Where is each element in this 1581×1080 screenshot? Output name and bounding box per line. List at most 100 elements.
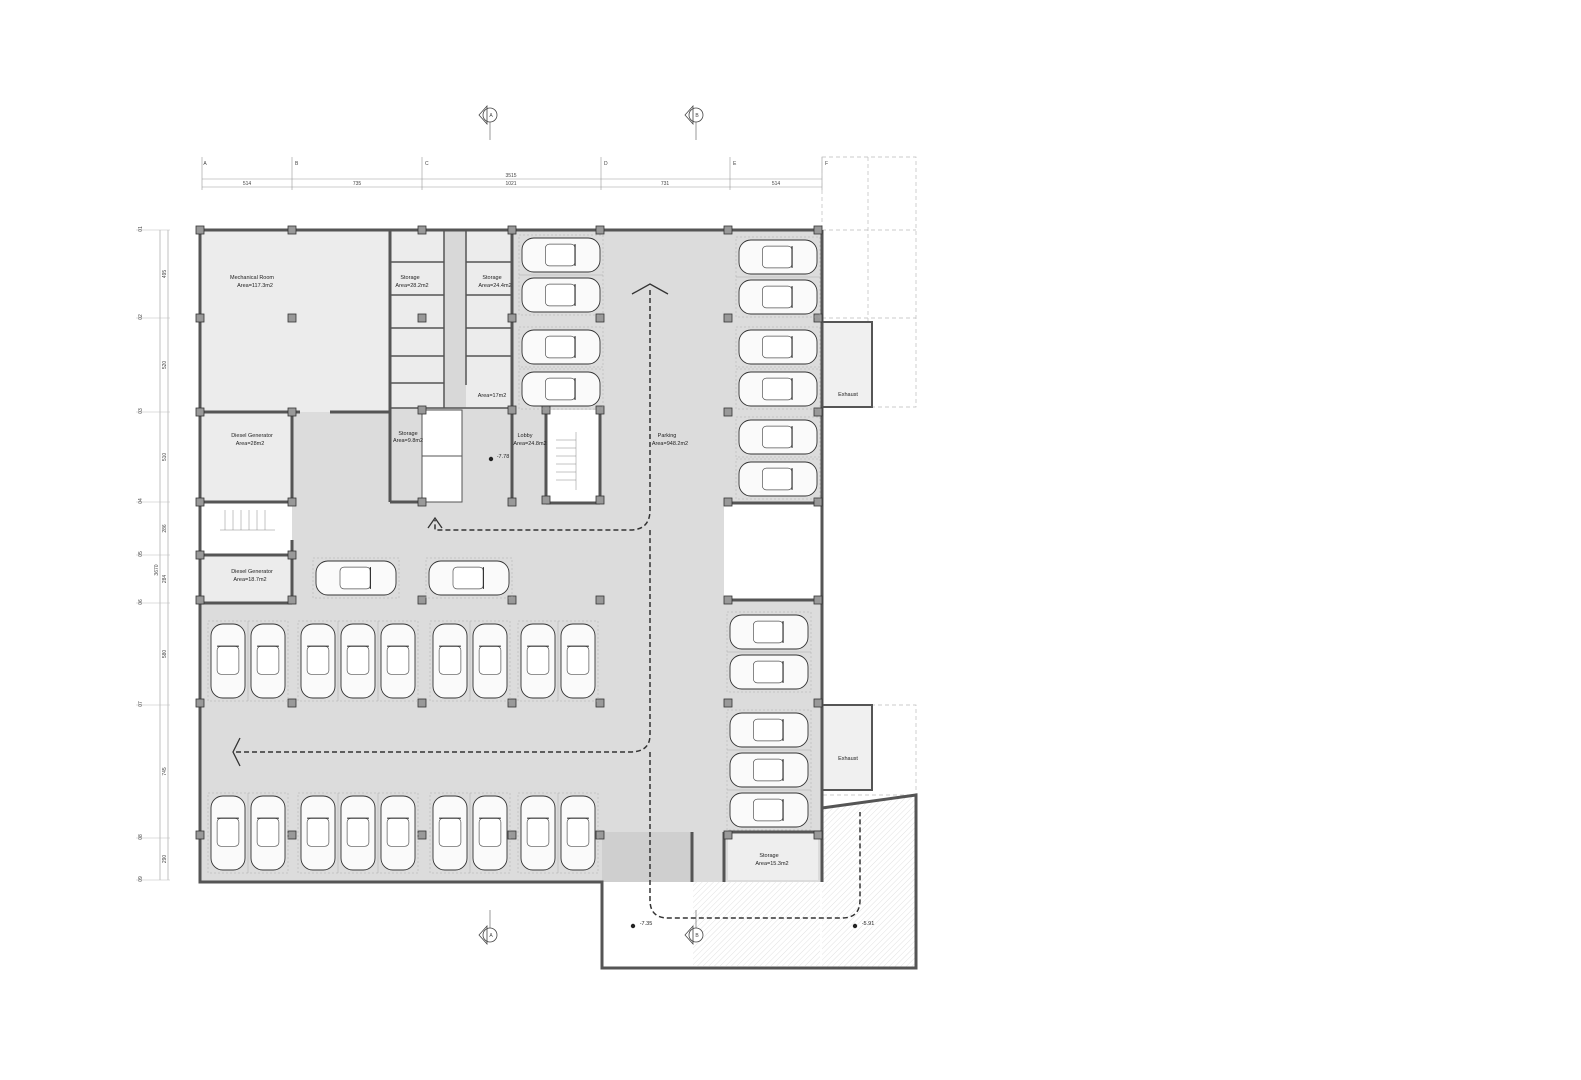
stair-core — [546, 410, 600, 503]
room-name: Storage — [759, 853, 778, 859]
room-area: Area=17m2 — [478, 393, 507, 399]
elevation-marker: -5.91 — [852, 921, 874, 929]
column — [595, 225, 605, 235]
void — [724, 503, 822, 600]
row-label: 01 — [138, 226, 144, 232]
column — [287, 698, 297, 708]
column — [813, 407, 823, 417]
grid-label: F — [825, 161, 828, 167]
room-area: Area=15.3m2 — [755, 861, 788, 867]
column — [595, 405, 605, 415]
column — [813, 595, 823, 605]
column — [595, 830, 605, 840]
parked-car — [518, 274, 604, 316]
row-label: 09 — [138, 876, 144, 882]
exhaust-shaft-2 — [821, 704, 873, 791]
bay-width: 1021 — [505, 181, 516, 187]
parked-car — [726, 709, 812, 751]
column — [507, 405, 517, 415]
row-label: 02 — [138, 314, 144, 320]
row-label: 05 — [138, 551, 144, 557]
parked-car — [469, 792, 511, 874]
parked-car — [297, 620, 339, 702]
room-area: Area=28.2m2 — [395, 283, 428, 289]
column — [287, 830, 297, 840]
driving-route — [235, 290, 861, 919]
bay-depth: 510 — [162, 453, 168, 462]
column — [507, 497, 517, 507]
storage-corridor — [444, 230, 466, 408]
parked-car — [557, 792, 599, 874]
column — [417, 595, 427, 605]
room-name: Exhaust — [838, 392, 858, 398]
parked-car — [726, 789, 812, 831]
column — [813, 225, 823, 235]
parked-car — [735, 276, 821, 318]
parked-car — [247, 620, 289, 702]
room-area: Area=24.4m2 — [478, 283, 511, 289]
parked-car — [735, 458, 821, 500]
column — [417, 313, 427, 323]
parked-car — [735, 236, 821, 278]
column — [195, 550, 205, 560]
column — [507, 698, 517, 708]
column — [287, 313, 297, 323]
room-area: Area=28m2 — [236, 441, 265, 447]
parked-car — [517, 620, 559, 702]
column — [813, 830, 823, 840]
column — [195, 830, 205, 840]
room-name: Mechanical Room — [230, 275, 274, 281]
column — [507, 313, 517, 323]
parked-car — [735, 368, 821, 410]
column — [287, 225, 297, 235]
stairs — [220, 432, 577, 531]
column — [541, 495, 551, 505]
bay-depth: 520 — [162, 361, 168, 370]
storage-room-4 — [728, 832, 818, 880]
top-dimensions — [201, 157, 823, 190]
parked-car — [518, 326, 604, 368]
parked-car — [337, 620, 379, 702]
room-area: Area=948.2m2 — [652, 441, 688, 447]
column — [595, 495, 605, 505]
column — [417, 698, 427, 708]
generator-room-1 — [200, 412, 292, 502]
column — [287, 497, 297, 507]
row-label: 03 — [138, 408, 144, 414]
elevation-marker: -7.35 — [630, 921, 652, 929]
storage-partitions — [390, 230, 512, 409]
column — [723, 407, 733, 417]
column — [287, 550, 297, 560]
elevation-marker: -7.78 — [488, 454, 509, 462]
grid-label: E — [733, 161, 737, 167]
column — [195, 698, 205, 708]
bay-depth: 580 — [162, 650, 168, 659]
bay-depth: 284 — [162, 575, 168, 584]
room-name: Diesel Generator — [231, 569, 273, 575]
column — [507, 225, 517, 235]
column — [195, 595, 205, 605]
stair-west — [200, 503, 292, 555]
svg-text:A: A — [489, 933, 493, 939]
column — [723, 497, 733, 507]
row-label: 06 — [138, 599, 144, 605]
parked-car — [726, 611, 812, 653]
section-marker: A — [478, 104, 498, 140]
column — [723, 698, 733, 708]
parked-car — [425, 557, 513, 599]
route-arrows — [232, 283, 669, 767]
parked-car — [377, 620, 419, 702]
column — [595, 698, 605, 708]
bay-depth: 286 — [162, 524, 168, 533]
parked-car — [247, 792, 289, 874]
parked-car — [207, 792, 249, 874]
parked-car — [207, 620, 249, 702]
parked-car — [726, 651, 812, 693]
room-area: Area=9.8m2 — [393, 438, 423, 444]
column — [595, 313, 605, 323]
row-label: 08 — [138, 834, 144, 840]
column — [723, 313, 733, 323]
row-label: 04 — [138, 498, 144, 504]
parked-car — [735, 326, 821, 368]
